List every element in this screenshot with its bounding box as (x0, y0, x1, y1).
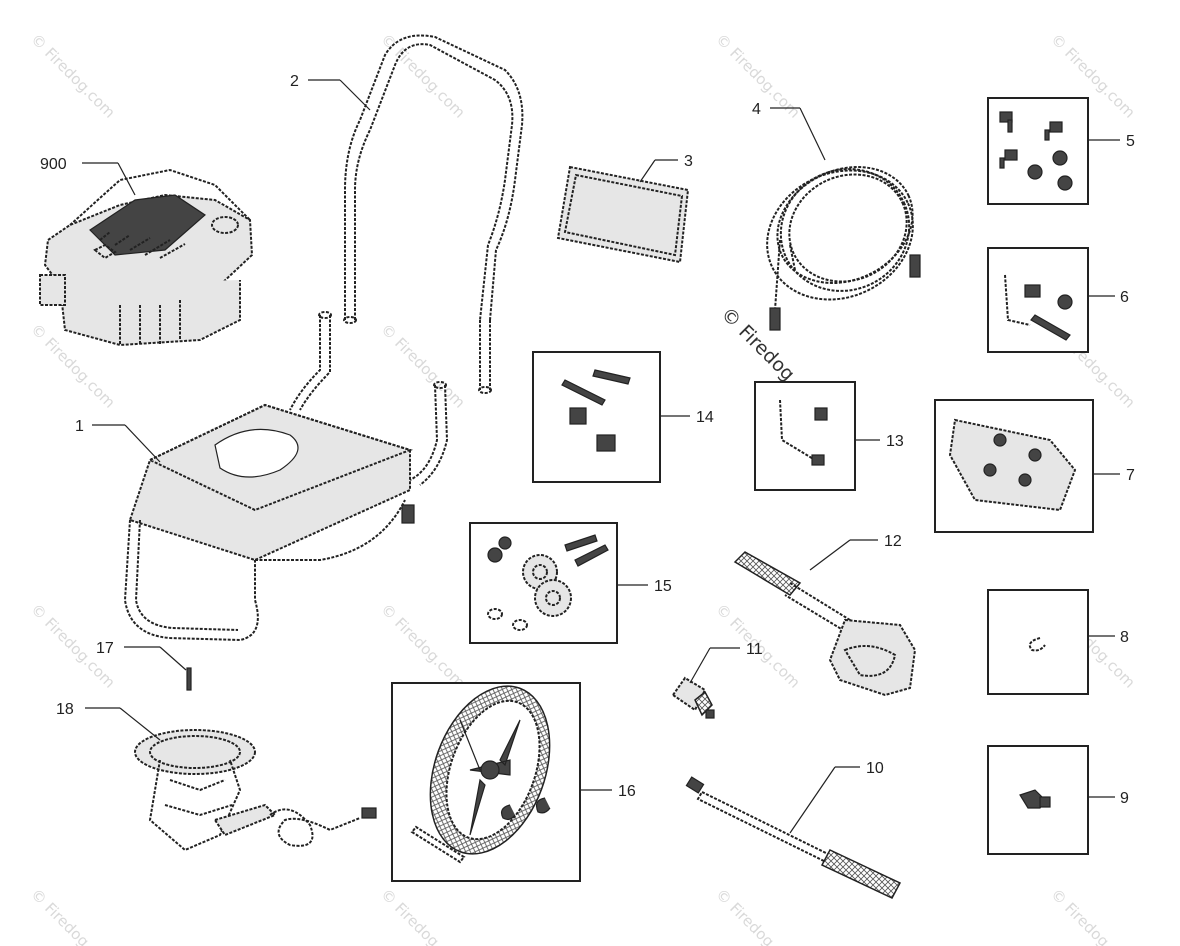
callout-13: 13 (886, 433, 904, 450)
part-14-hardware-kit (532, 351, 661, 483)
callout-8: 8 (1120, 629, 1129, 646)
leader-line (119, 707, 161, 741)
part-17-pin (186, 667, 192, 691)
callout-11: 11 (746, 641, 763, 658)
part-10-wand (685, 776, 902, 899)
callout-3: 3 (684, 153, 693, 170)
leader-line (689, 647, 711, 684)
watermark: © Firedog.com (377, 320, 469, 412)
leader-line (339, 79, 371, 111)
leader-line (639, 159, 656, 183)
callout-5: 5 (1126, 133, 1135, 150)
part-11-nozzle (671, 676, 715, 719)
watermark: © Firedog.com (377, 885, 469, 946)
part-6-hardware-kit (987, 247, 1089, 353)
part-9-fitting (987, 745, 1089, 855)
watermark: © Firedog.com (1047, 885, 1139, 946)
callout-12: 12 (884, 533, 902, 550)
callout-15: 15 (654, 578, 672, 595)
part-16-wheel-kit (391, 682, 581, 882)
leader-line (789, 766, 836, 834)
callout-16: 16 (618, 783, 636, 800)
callout-2: 2 (290, 73, 299, 90)
callout-7: 7 (1126, 467, 1135, 484)
callout-6: 6 (1120, 289, 1129, 306)
part-2-handle (343, 34, 524, 394)
part-5-hardware-kit (987, 97, 1089, 205)
leader-line (159, 646, 187, 671)
callout-18: 18 (56, 701, 74, 718)
watermark: © Firedog.com (27, 30, 119, 122)
watermark: © Firedog.com (27, 885, 119, 946)
leader-line (809, 539, 851, 571)
callout-14: 14 (696, 409, 714, 426)
part-8-clip (987, 589, 1089, 695)
part-1-frame (123, 311, 449, 642)
callout-17: 17 (96, 640, 114, 657)
leader-line (799, 107, 826, 161)
part-900-engine (39, 168, 254, 347)
callout-10: 10 (866, 760, 884, 777)
part-4-hose (766, 166, 921, 331)
part-12-spray-gun (733, 551, 917, 697)
callout-9: 9 (1120, 790, 1129, 807)
part-15-wheel-hardware (469, 522, 618, 644)
callout-1: 1 (75, 418, 84, 435)
leader-line (117, 162, 136, 196)
part-3-panel (556, 165, 690, 264)
leader-line (124, 424, 161, 463)
part-7-fitting-bag (934, 399, 1094, 533)
watermark: © Firedog.com (712, 885, 804, 946)
callout-4: 4 (752, 101, 761, 118)
part-18-pump (134, 729, 377, 852)
watermark: © Firedog.com (377, 600, 469, 692)
part-13-hardware-kit (754, 381, 856, 491)
callout-900: 900 (40, 156, 67, 173)
